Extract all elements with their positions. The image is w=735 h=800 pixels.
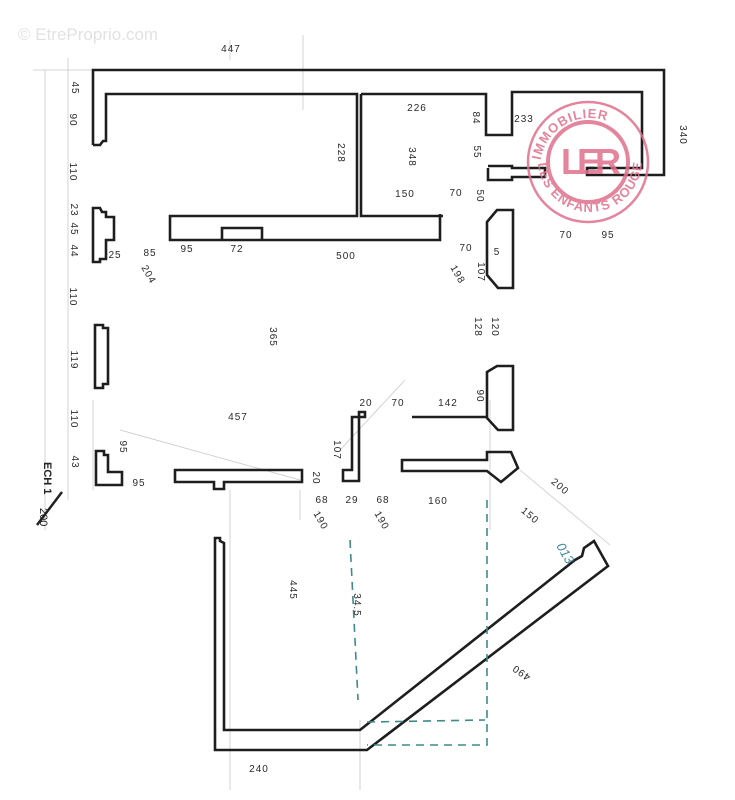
walls (91, 68, 666, 752)
dim-label: 128 (472, 317, 483, 337)
dim-label: 142 (438, 398, 458, 409)
dim-label: 447 (221, 44, 241, 55)
dim-label: 340 (677, 125, 688, 145)
dim-label: 95 (180, 244, 193, 255)
dim-label: 45 (69, 81, 80, 94)
dim-label: 228 (335, 143, 346, 163)
dim-label: 490 (510, 662, 532, 682)
dim-label: 70 (459, 243, 472, 254)
dashed-outline (349, 500, 488, 746)
dim-label: 95 (132, 478, 145, 489)
dim-label: 45 (68, 222, 79, 235)
dim-label: 90 (474, 389, 485, 402)
handwritten-note: 013 (553, 540, 577, 567)
dim-label: 84 (470, 111, 481, 124)
dim-label: 25 (108, 250, 121, 261)
dim-label: 150 (519, 506, 541, 527)
dim-label: 107 (475, 262, 486, 282)
dim-label: 204 (138, 263, 157, 286)
dim-label: 68 (376, 495, 389, 506)
stamp-logo: LER (561, 141, 621, 182)
scale-denominator: 200 (37, 508, 49, 526)
watermark: © EtreProprio.com (18, 25, 158, 44)
dim-label: 70 (391, 398, 404, 409)
dim-label: 107 (331, 440, 342, 460)
scale-indicator: ECH 1 200 (36, 462, 63, 526)
dim-label: 240 (249, 764, 269, 775)
dim-label: 23 (68, 203, 79, 216)
dim-label: 110 (67, 163, 78, 182)
dim-label: 500 (336, 251, 356, 262)
dim-label: 110 (67, 288, 78, 307)
dim-label: 150 (395, 189, 415, 200)
dim-label: 95 (601, 230, 614, 241)
dim-label: 233 (514, 114, 534, 125)
dim-label: 95 (117, 440, 128, 453)
dim-label: 20 (310, 471, 321, 484)
dim-label: 90 (67, 113, 78, 126)
dim-label: 198 (447, 263, 466, 286)
dim-label: 70 (449, 188, 462, 199)
dim-label: 190 (371, 509, 390, 532)
dim-label: 34.5 (351, 593, 362, 616)
dim-label: 72 (230, 244, 243, 255)
dim-label: 29 (345, 495, 358, 506)
dim-label: 43 (69, 455, 80, 468)
dim-label: 85 (143, 248, 156, 259)
dim-label: 5 (494, 247, 501, 258)
dim-label: 50 (474, 189, 485, 202)
dim-label: 190 (310, 509, 329, 532)
scale-label: ECH 1 (41, 462, 53, 494)
dim-label: 68 (315, 495, 328, 506)
dim-label: 365 (267, 327, 278, 347)
dim-label: 445 (287, 580, 298, 600)
dim-label: 70 (559, 230, 572, 241)
dim-label: 55 (471, 145, 482, 158)
dim-label: 110 (68, 410, 79, 429)
dim-label: 457 (228, 412, 248, 423)
dim-label: 20 (359, 398, 372, 409)
dim-label: 44 (68, 244, 79, 257)
dim-label: 200 (549, 477, 571, 498)
dim-label: 348 (406, 147, 417, 167)
dim-label: 119 (68, 351, 79, 370)
dim-label: 160 (428, 496, 448, 507)
dim-label: 226 (407, 103, 427, 114)
dim-label: 120 (489, 317, 500, 337)
construction-lines (33, 35, 611, 790)
